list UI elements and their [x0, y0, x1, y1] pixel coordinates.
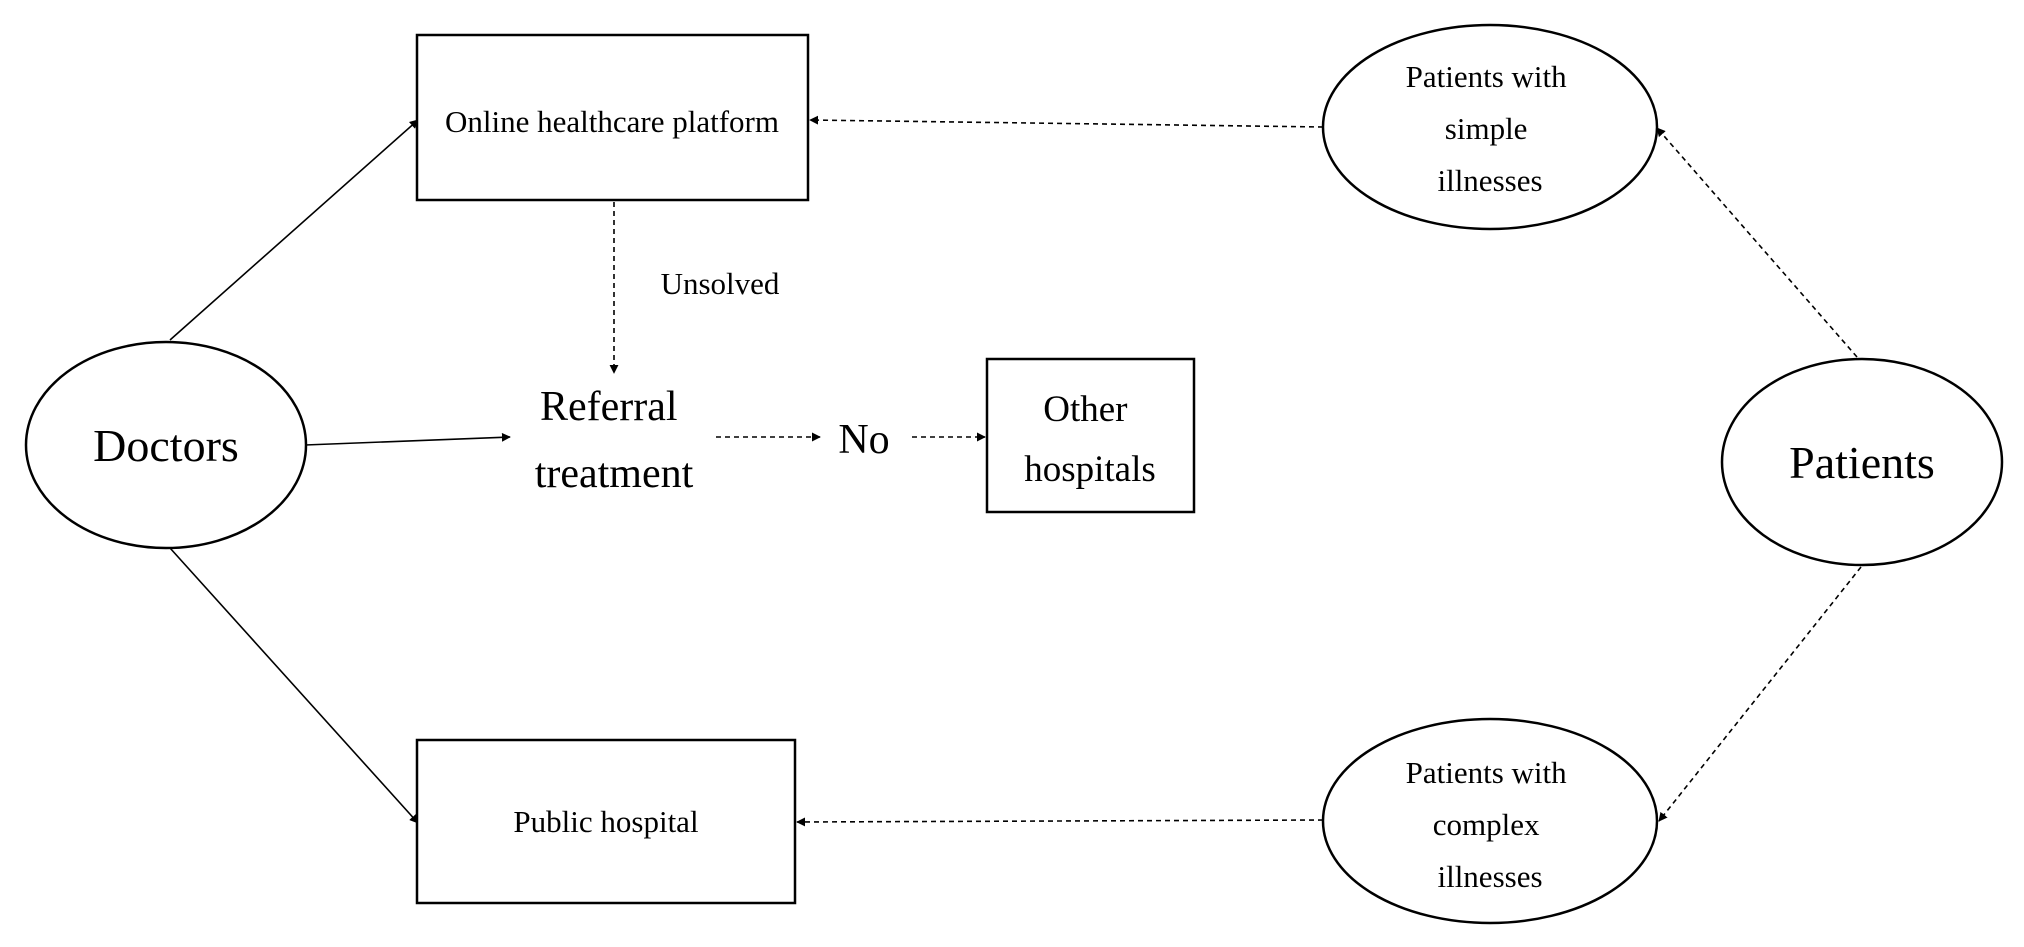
other-hospitals-box: [985, 357, 1196, 514]
public-hospital-box: [415, 738, 797, 905]
doctors-to-referral-arrow: [304, 432, 511, 446]
doctors-to-online-arrow: [169, 119, 419, 341]
complex-illnesses-ellipse: [1321, 717, 1659, 925]
other-hospitals-label: Other hospitals: [1024, 389, 1156, 490]
doctors-label: Doctors: [93, 420, 239, 471]
complex-illnesses-label: Patients with complex illnesses: [1406, 755, 1575, 894]
public-hospital-label: Public hospital: [513, 804, 698, 839]
patients-to-simple-arrow: [1656, 127, 1858, 358]
simple-illnesses-ellipse: [1321, 23, 1659, 231]
doctors-to-public-arrow: [169, 547, 419, 824]
patients-label: Patients: [1789, 437, 1935, 488]
online-platform-box: [415, 33, 810, 202]
simple-to-online-arrow: [809, 115, 1324, 128]
referral-treatment-label: Referral treatment: [535, 384, 694, 497]
simple-illnesses-label: Patients with simple illnesses: [1406, 59, 1575, 198]
patients-to-complex-arrow: [1658, 566, 1862, 822]
unsolved-label: Unsolved: [661, 266, 780, 301]
no-label: No: [838, 417, 889, 463]
patients-ellipse: [1720, 357, 2004, 567]
doctors-ellipse: [24, 340, 308, 550]
online-platform-label: Online healthcare platform: [445, 104, 779, 139]
complex-to-public-arrow: [796, 817, 1324, 827]
